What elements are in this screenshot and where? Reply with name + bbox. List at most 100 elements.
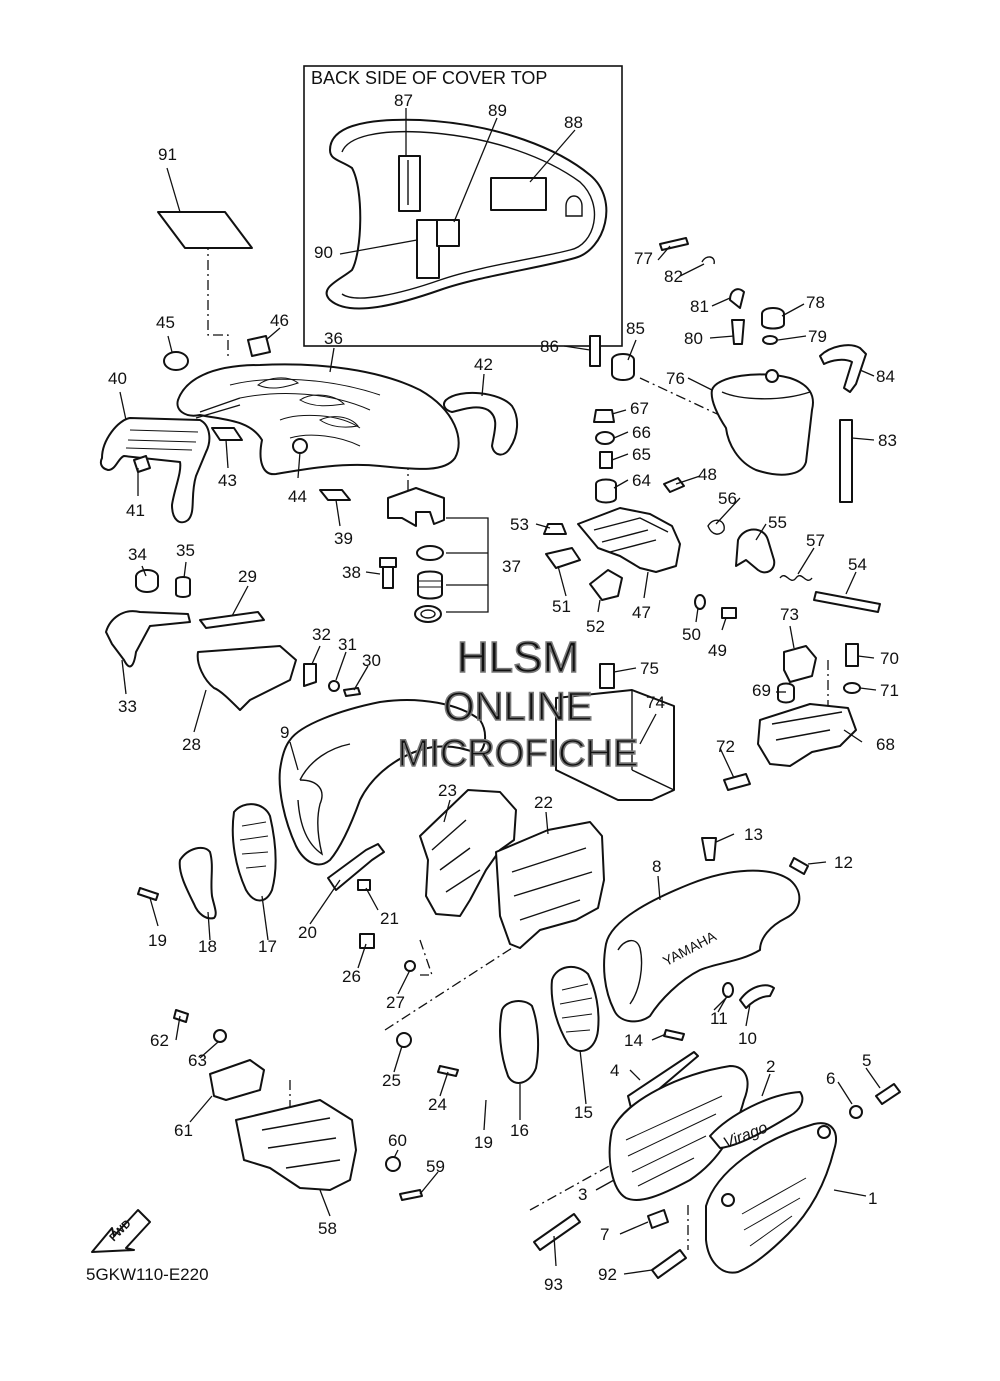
callout-69: 69 xyxy=(752,681,771,700)
callout-64: 64 xyxy=(632,471,651,490)
callout-27: 27 xyxy=(386,993,405,1012)
callout-78: 78 xyxy=(806,293,825,312)
callout-54: 54 xyxy=(848,555,867,574)
callout-19: 19 xyxy=(148,931,167,950)
callout-74: 74 xyxy=(646,693,665,712)
callout-49: 49 xyxy=(708,641,727,660)
callout-88: 88 xyxy=(564,113,583,132)
callout-51: 51 xyxy=(552,597,571,616)
callout-19b: 19 xyxy=(474,1133,493,1152)
callout-1: 1 xyxy=(868,1189,877,1208)
callout-29: 29 xyxy=(238,567,257,586)
callout-8: 8 xyxy=(652,857,661,876)
callout-34: 34 xyxy=(128,545,147,564)
cover-top-assembly xyxy=(99,211,518,623)
callout-52: 52 xyxy=(586,617,605,636)
callout-93: 93 xyxy=(544,1275,563,1294)
callout-87: 87 xyxy=(394,91,413,110)
watermark-line-1: HLSM xyxy=(457,633,579,682)
callout-20: 20 xyxy=(298,923,317,942)
callout-41: 41 xyxy=(126,501,145,520)
callout-85: 85 xyxy=(626,319,645,338)
callout-24: 24 xyxy=(428,1095,447,1114)
inset-back-side-cover-top: BACK SIDE OF COVER TOP xyxy=(303,65,623,347)
callout-38: 38 xyxy=(342,563,361,582)
callout-92: 92 xyxy=(598,1265,617,1284)
callout-37: 37 xyxy=(502,557,521,576)
callout-62: 62 xyxy=(150,1031,169,1050)
callout-56: 56 xyxy=(718,489,737,508)
callout-50: 50 xyxy=(682,625,701,644)
callout-5: 5 xyxy=(862,1051,871,1070)
callout-43: 43 xyxy=(218,471,237,490)
callout-91: 91 xyxy=(158,145,177,164)
side-covers: YAMAHA Virago xyxy=(499,837,901,1279)
callout-30: 30 xyxy=(362,651,381,670)
callout-47: 47 xyxy=(632,603,651,622)
callout-81: 81 xyxy=(690,297,709,316)
callout-65: 65 xyxy=(632,445,651,464)
callout-18: 18 xyxy=(198,937,217,956)
callout-9: 9 xyxy=(280,723,289,742)
callout-2: 2 xyxy=(766,1057,775,1076)
fwd-arrow-icon: FWD xyxy=(91,1209,151,1253)
callout-90: 90 xyxy=(314,243,333,262)
callout-77: 77 xyxy=(634,249,653,268)
inset-title: BACK SIDE OF COVER TOP xyxy=(311,68,547,88)
watermark: HLSM ONLINE MICROFICHE xyxy=(397,632,639,776)
callout-82: 82 xyxy=(664,267,683,286)
callout-48: 48 xyxy=(698,465,717,484)
callout-59: 59 xyxy=(426,1157,445,1176)
leader-lines xyxy=(119,167,881,1275)
callout-53: 53 xyxy=(510,515,529,534)
callout-22: 22 xyxy=(534,793,553,812)
watermark-line-2: ONLINE xyxy=(444,685,593,729)
callout-36: 36 xyxy=(324,329,343,348)
callout-26: 26 xyxy=(342,967,361,986)
callout-68: 68 xyxy=(876,735,895,754)
callout-66: 66 xyxy=(632,423,651,442)
callout-25: 25 xyxy=(382,1071,401,1090)
callout-70: 70 xyxy=(880,649,899,668)
callout-labels: 1 2 3 4 5 6 7 8 9 10 11 12 13 14 15 16 1… xyxy=(108,91,899,1294)
callout-33: 33 xyxy=(118,697,137,716)
callout-57: 57 xyxy=(806,531,825,550)
callout-23: 23 xyxy=(438,781,457,800)
callout-6: 6 xyxy=(826,1069,835,1088)
callout-13: 13 xyxy=(744,825,763,844)
watermark-line-3: MICROFICHE xyxy=(398,733,639,775)
callout-14: 14 xyxy=(624,1031,643,1050)
callout-63: 63 xyxy=(188,1051,207,1070)
callout-12: 12 xyxy=(834,853,853,872)
callout-21: 21 xyxy=(380,909,399,928)
center-right-parts xyxy=(543,237,881,801)
callout-16: 16 xyxy=(510,1121,529,1140)
left-frame-covers xyxy=(137,699,605,1077)
callout-67: 67 xyxy=(630,399,649,418)
callout-80: 80 xyxy=(684,329,703,348)
callout-17: 17 xyxy=(258,937,277,956)
callout-86: 86 xyxy=(540,337,559,356)
callout-72: 72 xyxy=(716,737,735,756)
callout-45: 45 xyxy=(156,313,175,332)
callout-31: 31 xyxy=(338,635,357,654)
lower-bracket-parts: FWD xyxy=(91,1009,423,1253)
callout-10: 10 xyxy=(738,1029,757,1048)
callout-32: 32 xyxy=(312,625,331,644)
callout-44: 44 xyxy=(288,487,307,506)
callout-28: 28 xyxy=(182,735,201,754)
callout-40: 40 xyxy=(108,369,127,388)
callout-55: 55 xyxy=(768,513,787,532)
callout-4: 4 xyxy=(610,1061,619,1080)
callout-71: 71 xyxy=(880,681,899,700)
callout-84: 84 xyxy=(876,367,895,386)
callout-60: 60 xyxy=(388,1131,407,1150)
left-bracket-parts xyxy=(105,569,361,711)
callout-58: 58 xyxy=(318,1219,337,1238)
diagram-code: 5GKW110-E220 xyxy=(86,1265,209,1284)
callout-15: 15 xyxy=(574,1103,593,1122)
callout-7: 7 xyxy=(600,1225,609,1244)
callout-11: 11 xyxy=(710,1009,728,1028)
callout-75: 75 xyxy=(640,659,659,678)
